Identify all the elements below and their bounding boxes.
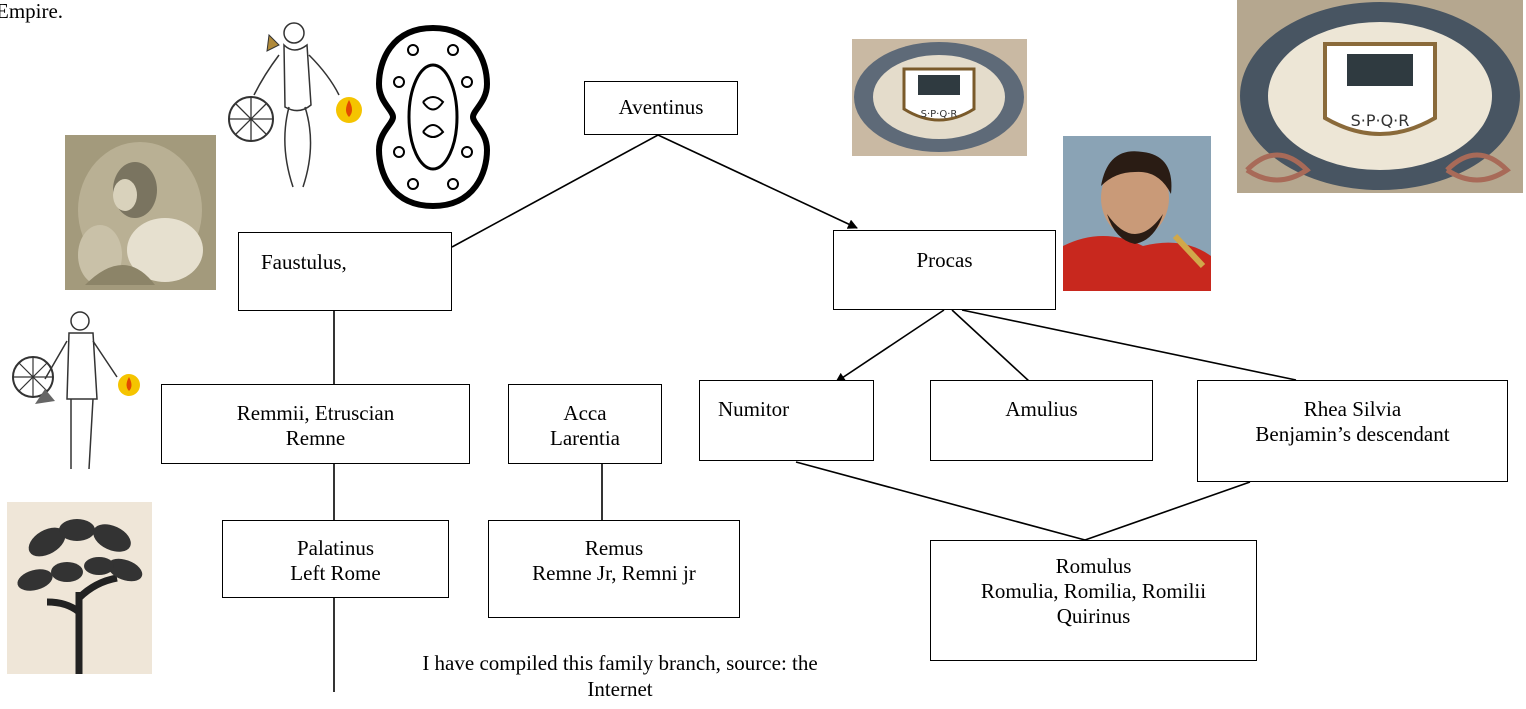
node-faustulus: Faustulus, <box>238 232 452 311</box>
node-label: Left Rome <box>290 561 381 585</box>
node-remus: Remus Remne Jr, Remni jr <box>488 520 740 618</box>
ornate-shield-image <box>375 24 491 210</box>
wheel-figure-top-image <box>228 22 362 188</box>
node-label: Amulius <box>1005 397 1078 421</box>
roman-portrait-image <box>1063 136 1211 291</box>
node-label: Procas <box>916 248 973 272</box>
node-label: Quirinus <box>1056 604 1131 628</box>
marble-bust-image <box>65 135 216 290</box>
edge-procas-rhea <box>961 309 1297 381</box>
node-label: Remus <box>584 536 644 560</box>
edge-procas-numitor <box>835 309 945 383</box>
node-aventinus: Aventinus <box>584 81 738 135</box>
source-note-line: Internet <box>587 677 653 701</box>
node-amulius: Amulius <box>930 380 1153 461</box>
source-note: I have compiled this family branch, sour… <box>360 650 880 702</box>
spqr-mosaic-large-image: S·P·Q·R <box>1237 0 1523 193</box>
node-label: Romulia, Romilia, Romilii <box>980 579 1207 603</box>
node-romulus: Romulus Romulia, Romilia, Romilii Quirin… <box>930 540 1257 661</box>
node-label: Palatinus <box>297 536 374 560</box>
node-label: Benjamin’s descendant <box>1255 422 1450 446</box>
node-label: Remne Jr, Remni jr <box>532 561 696 585</box>
node-label: Numitor <box>718 397 790 421</box>
edge-aventinus-procas <box>657 134 858 229</box>
node-procas: Procas <box>833 230 1056 310</box>
edge-aventinus-faustulus <box>451 134 659 248</box>
source-note-line: I have compiled this family branch, sour… <box>422 651 818 675</box>
edge-numitor-romulus <box>795 461 1086 541</box>
edge-procas-amulius <box>951 309 1031 383</box>
node-remmii: Remmii, Etruscian Remne <box>161 384 470 464</box>
node-rhea-silvia: Rhea Silvia Benjamin’s descendant <box>1197 380 1508 482</box>
node-label: Rhea Silvia <box>1303 397 1402 421</box>
edge-rhea-romulus <box>1084 481 1251 541</box>
node-numitor: Numitor <box>699 380 874 461</box>
node-acca: Acca Larentia <box>508 384 662 464</box>
node-label: Faustulus, <box>261 250 347 274</box>
node-label: Aventinus <box>618 95 704 119</box>
node-label: Remmii, Etruscian <box>236 401 395 425</box>
plant-branch-image <box>7 502 152 674</box>
node-label: Remne <box>285 426 346 450</box>
svg-text:S·P·Q·R: S·P·Q·R <box>921 109 958 120</box>
wheel-figure-left-image <box>12 311 140 470</box>
spqr-mosaic-small-image: S·P·Q·R <box>852 39 1027 156</box>
node-palatinus: Palatinus Left Rome <box>222 520 449 598</box>
svg-text:S·P·Q·R: S·P·Q·R <box>1351 111 1410 130</box>
node-label: Romulus <box>1055 554 1132 578</box>
top-fragment-text: Empire. <box>0 0 64 23</box>
node-label: Acca <box>563 401 607 425</box>
node-label: Larentia <box>550 426 620 450</box>
